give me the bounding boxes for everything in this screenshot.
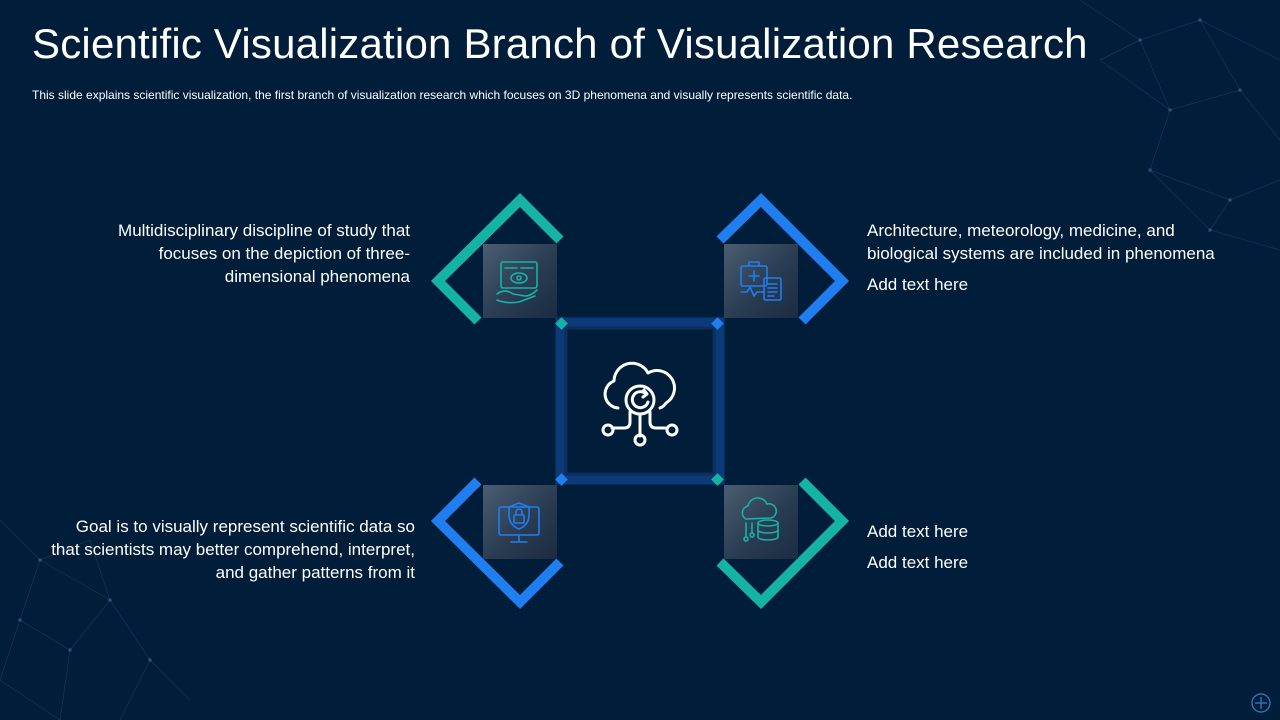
- scientific-data-hand-icon: [496, 261, 538, 304]
- text-line: Architecture, meteorology, medicine, and…: [867, 221, 1215, 263]
- cloud-sync-network-icon: [601, 361, 679, 447]
- monitor-security-lock-icon: [498, 502, 540, 543]
- tile-top-left: [483, 244, 557, 318]
- text-top-left: Multidisciplinary discipline of study th…: [80, 219, 410, 288]
- center-frame: [555, 317, 725, 485]
- text-line: Add text here: [867, 275, 969, 294]
- text-line: Add text here: [867, 522, 969, 541]
- text-bottom-left: Goal is to visually represent scientific…: [50, 515, 415, 584]
- corner-logo-icon: [1251, 693, 1271, 713]
- cloud-database-icon: [741, 497, 779, 542]
- frame-bottom-right: [716, 477, 850, 610]
- tile-top-right: [724, 244, 798, 318]
- medical-kit-report-icon: [740, 261, 782, 301]
- text-line: Add text here: [867, 553, 969, 572]
- slide-title: Scientific Visualization Branch of Visua…: [32, 20, 1088, 67]
- text-line: Goal is to visually represent scientific…: [51, 517, 415, 582]
- frame-top-right: [716, 192, 850, 325]
- frame-top-left: [430, 192, 564, 325]
- slide-subtitle: This slide explains scientific visualiza…: [32, 88, 853, 102]
- center-frame-glow: [564, 326, 716, 476]
- tile-bottom-left: [483, 485, 557, 559]
- text-line: Multidisciplinary discipline of study th…: [118, 221, 410, 286]
- tile-bottom-right: [724, 485, 798, 559]
- text-bottom-right: Add text here Add text here: [867, 520, 1227, 574]
- frame-bottom-left: [430, 477, 564, 610]
- text-top-right: Architecture, meteorology, medicine, and…: [867, 219, 1227, 296]
